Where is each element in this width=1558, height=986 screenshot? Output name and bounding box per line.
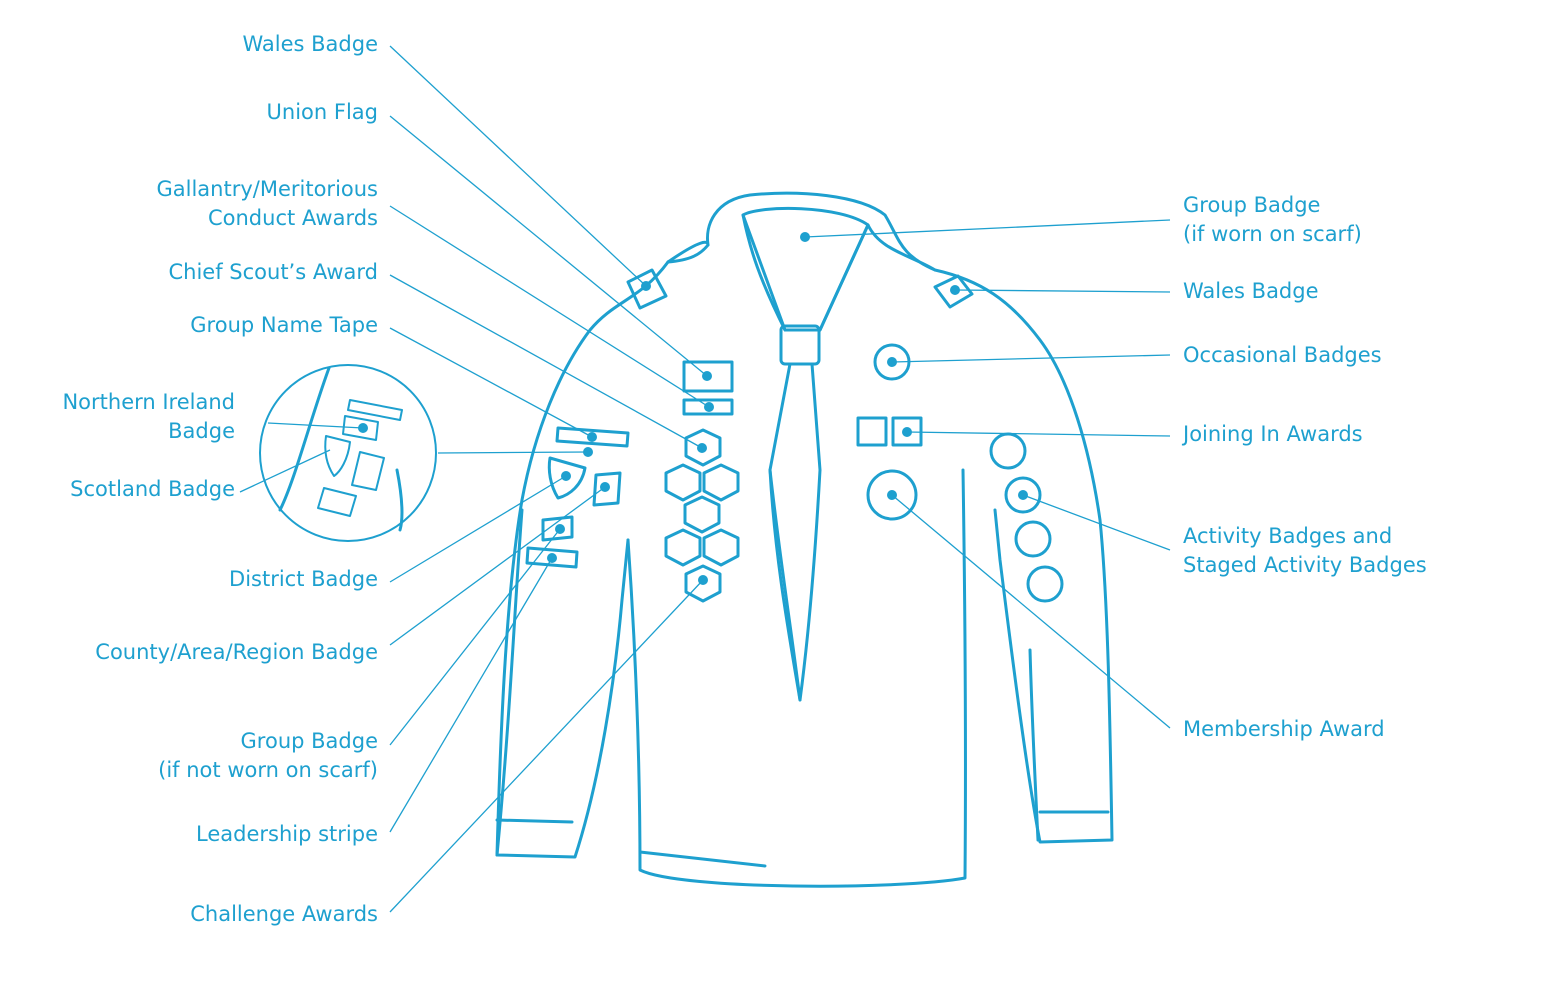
zoom-inset: [259, 364, 437, 542]
label-group-badge-right-line1: Group Badge: [1183, 193, 1321, 217]
label-activity-line1: Activity Badges and: [1183, 524, 1393, 548]
label-activity-line2: Staged Activity Badges: [1183, 553, 1427, 577]
label-northern-ireland: Northern Ireland Badge: [62, 388, 235, 446]
label-gallantry-line1: Gallantry/Meritorious: [156, 177, 378, 201]
label-group-badge-right: Group Badge (if worn on scarf): [1183, 191, 1362, 249]
label-occasional-badges: Occasional Badges: [1183, 343, 1382, 367]
right-sleeve-badges: [989, 432, 1064, 603]
label-chief-scout: Chief Scout’s Award: [168, 260, 378, 284]
label-challenge-awards: Challenge Awards: [190, 902, 378, 926]
shoulder-badges: [626, 268, 974, 310]
leader-lines: [239, 45, 1171, 913]
label-gallantry-line2: Conduct Awards: [207, 206, 378, 230]
label-joining-in-awards: Joining In Awards: [1183, 422, 1363, 446]
label-wales-badge-right: Wales Badge: [1183, 279, 1319, 303]
label-northern-ireland-line1: Northern Ireland: [62, 390, 235, 414]
label-northern-ireland-line2: Badge: [168, 419, 235, 443]
label-group-badge-left: Group Badge (if not worn on scarf): [158, 727, 378, 785]
label-leadership-stripe: Leadership stripe: [196, 822, 378, 846]
label-county-badge: County/Area/Region Badge: [95, 640, 378, 664]
label-group-badge-left-line1: Group Badge: [240, 729, 378, 753]
left-sleeve-badges: [525, 426, 630, 569]
label-union-flag: Union Flag: [266, 100, 378, 124]
label-scotland-badge: Scotland Badge: [70, 477, 235, 501]
label-district-badge: District Badge: [229, 567, 378, 591]
scarf: [666, 191, 937, 702]
shirt-outline: [495, 260, 1114, 888]
label-activity-badges: Activity Badges and Staged Activity Badg…: [1183, 522, 1427, 580]
label-group-name-tape: Group Name Tape: [190, 313, 378, 337]
label-membership-award: Membership Award: [1183, 717, 1385, 741]
marker-dots: [358, 232, 1028, 585]
label-wales-badge-left: Wales Badge: [242, 32, 378, 56]
label-group-badge-right-line2: (if worn on scarf): [1183, 222, 1362, 246]
label-group-badge-left-line2: (if not worn on scarf): [158, 758, 378, 782]
label-gallantry-awards: Gallantry/Meritorious Conduct Awards: [156, 175, 378, 233]
left-chest-badges: [664, 360, 740, 603]
